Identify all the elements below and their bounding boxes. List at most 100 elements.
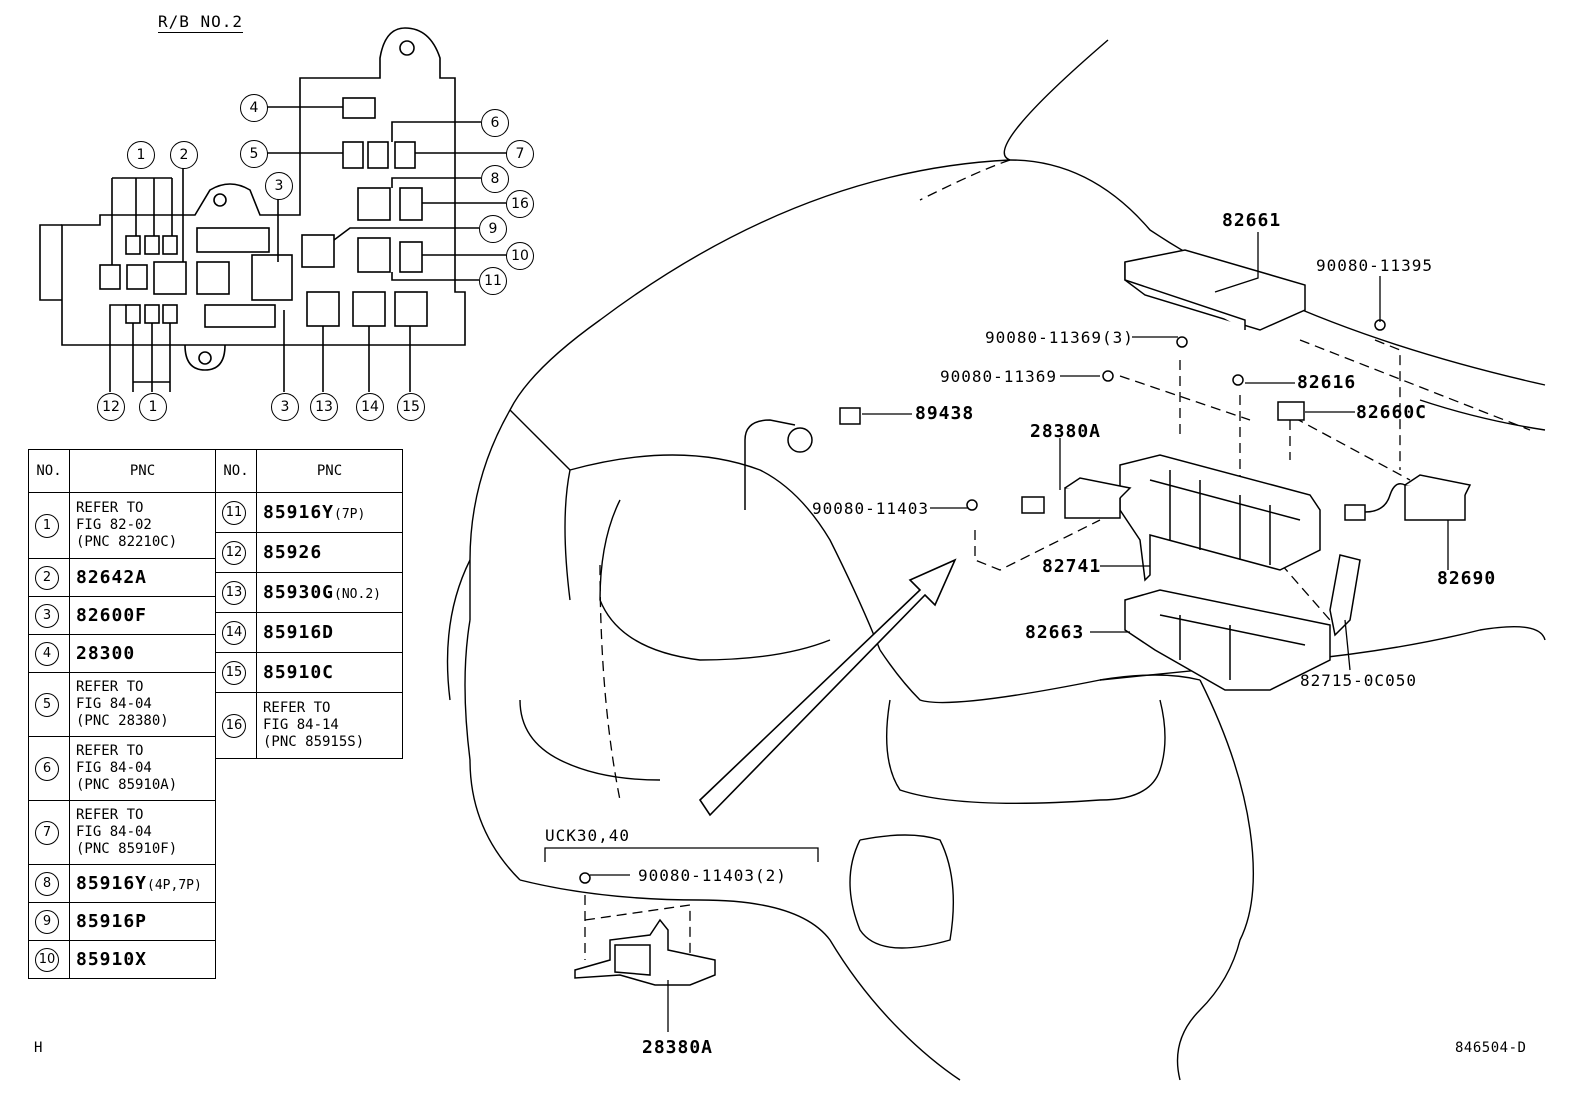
inset-bracket	[574, 918, 716, 986]
table-row: 7 REFER TO FIG 84-04 (PNC 85910F)	[28, 800, 216, 865]
pnc-suffix: (NO.2)	[334, 587, 381, 602]
row-number: 16	[222, 713, 246, 738]
table-row: 8 85916Y(4P,7P)	[28, 864, 216, 903]
parts-table-right: NO. PNC 11 85916Y(7P) 12 85926 13 85930G…	[215, 449, 403, 759]
part-label-82660C: 82660C	[1356, 402, 1428, 423]
footer-left-marker: H	[34, 1040, 43, 1056]
row-number: 2	[35, 565, 59, 590]
row-number: 7	[35, 820, 59, 845]
pnc-value: 85916D	[263, 622, 335, 643]
pnc-line: FIG 84-04	[76, 696, 152, 712]
callout-11: 11	[479, 267, 507, 295]
pnc-value: 85916P	[76, 911, 148, 932]
pnc-line: REFER TO	[263, 700, 331, 716]
callout-8: 8	[481, 165, 509, 193]
callout-3-bottom: 3	[271, 393, 299, 421]
table-row: 5 REFER TO FIG 84-04 (PNC 28380)	[28, 672, 216, 737]
pnc-value: 85910X	[76, 949, 148, 970]
callout-10: 10	[506, 242, 534, 270]
pnc-value: 85916Y	[263, 502, 335, 523]
relay-block-outline	[61, 27, 466, 346]
vehicle-outline	[1003, 39, 1546, 386]
pnc-line: FIG 84-04	[76, 760, 152, 776]
col-no-header: NO.	[215, 449, 257, 493]
part-label-89438: 89438	[915, 403, 975, 424]
inset-title: UCK30,40	[545, 826, 631, 845]
figure-number: 846504-D	[1455, 1040, 1527, 1056]
callout-14: 14	[356, 393, 384, 421]
part-label-82715-0C050: 82715-0C050	[1300, 671, 1417, 690]
pnc-value: 85926	[263, 542, 323, 563]
part-label-82616: 82616	[1297, 372, 1357, 393]
table-row: 13 85930G(NO.2)	[215, 572, 403, 613]
row-number: 11	[222, 500, 246, 525]
table-row: 4 28300	[28, 634, 216, 673]
fusebox-cover	[1124, 249, 1306, 331]
callout-9: 9	[479, 215, 507, 243]
table-row: 3 82600F	[28, 596, 216, 635]
lower-case	[1124, 589, 1331, 691]
pnc-value: 82642A	[76, 567, 148, 588]
row-number: 5	[35, 692, 59, 717]
pnc-line: REFER TO	[76, 500, 144, 516]
part-label-82661: 82661	[1222, 210, 1282, 231]
row-number: 3	[35, 603, 59, 628]
pnc-value: 28300	[76, 643, 136, 664]
row-number: 9	[35, 909, 59, 934]
callout-4: 4	[240, 94, 268, 122]
row-number: 15	[222, 660, 246, 685]
pnc-line: (PNC 82210C)	[76, 534, 178, 550]
row-number: 8	[35, 871, 59, 896]
pnc-line: (PNC 28380)	[76, 713, 169, 729]
pnc-line: FIG 84-14	[263, 717, 339, 733]
row-number: 14	[222, 620, 246, 645]
table-row: 2 82642A	[28, 558, 216, 597]
pnc-value: 85916Y	[76, 873, 148, 894]
location-arrow	[698, 558, 957, 817]
callout-2: 2	[170, 141, 198, 169]
col-pnc-header: PNC	[69, 449, 216, 493]
inset-part-label: 28380A	[642, 1037, 714, 1058]
table-row: 9 85916P	[28, 902, 216, 941]
callout-6: 6	[481, 109, 509, 137]
part-label-90080-11369: 90080-11369	[940, 367, 1057, 386]
pnc-line: FIG 82-02	[76, 517, 152, 533]
callout-12: 12	[97, 393, 125, 421]
callout-1: 1	[127, 141, 155, 169]
col-pnc-header: PNC	[256, 449, 403, 493]
callout-16: 16	[506, 190, 534, 218]
parts-table-left: NO. PNC 1 REFER TO FIG 82-02 (PNC 82210C…	[28, 449, 216, 979]
part-label-82741: 82741	[1042, 556, 1102, 577]
row-number: 6	[35, 756, 59, 781]
row-number: 13	[222, 580, 246, 605]
table-row: 16 REFER TO FIG 84-14 (PNC 85915S)	[215, 692, 403, 759]
pnc-line: REFER TO	[76, 743, 144, 759]
pnc-line: (PNC 85910A)	[76, 777, 178, 793]
table-row: 11 85916Y(7P)	[215, 492, 403, 533]
pnc-suffix: (4P,7P)	[147, 878, 202, 893]
callout-3: 3	[265, 172, 293, 200]
pnc-value: 85930G	[263, 582, 335, 603]
table-row: 14 85916D	[215, 612, 403, 653]
row-number: 12	[222, 540, 246, 565]
part-label-90080-11403: 90080-11403	[812, 499, 929, 518]
inset-bolt-label: 90080-11403(2)	[638, 866, 787, 885]
table-row: 15 85910C	[215, 652, 403, 693]
callout-7: 7	[506, 140, 534, 168]
table-row: 10 85910X	[28, 940, 216, 979]
pnc-line: (PNC 85915S)	[263, 734, 365, 750]
callout-15: 15	[397, 393, 425, 421]
table-row: 1 REFER TO FIG 82-02 (PNC 82210C)	[28, 492, 216, 559]
row-number: 1	[35, 513, 59, 538]
row-number: 10	[35, 947, 59, 972]
callout-13: 13	[310, 393, 338, 421]
part-label-82663: 82663	[1025, 622, 1085, 643]
pnc-line: REFER TO	[76, 807, 144, 823]
col-no-header: NO.	[28, 449, 70, 493]
pnc-line: REFER TO	[76, 679, 144, 695]
part-label-28380A: 28380A	[1030, 421, 1102, 442]
pnc-value: 82600F	[76, 605, 148, 626]
pnc-line: FIG 84-04	[76, 824, 152, 840]
pnc-line: (PNC 85910F)	[76, 841, 178, 857]
